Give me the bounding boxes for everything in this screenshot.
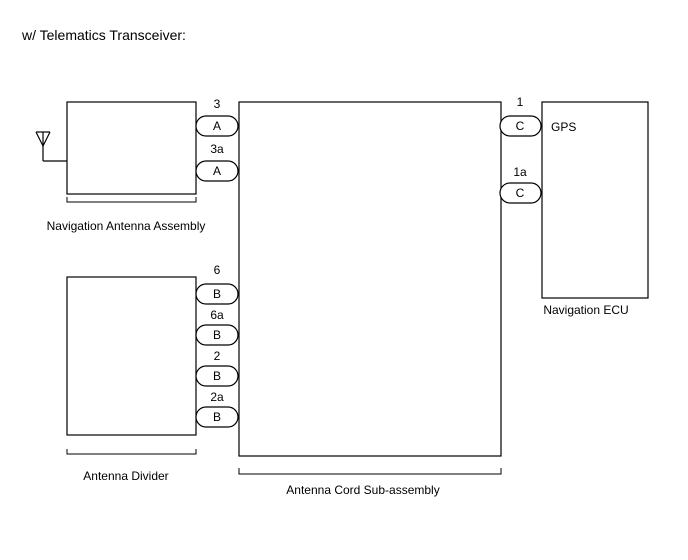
connector-pin: 6	[214, 263, 221, 277]
connector-letter: A	[213, 164, 221, 178]
connector-letter: C	[516, 119, 525, 133]
connector-6: 6 B	[195, 263, 239, 305]
antenna-cord-brace	[238, 468, 502, 475]
antenna-cord-label: Antenna Cord Sub-assembly	[286, 483, 439, 497]
connector-3: 3 A	[195, 97, 239, 137]
gps-terminal-label: GPS	[551, 120, 576, 134]
connector-pin: 3a	[210, 142, 224, 156]
connector-letter: B	[213, 410, 221, 424]
navigation-ecu-label: Navigation ECU	[543, 303, 628, 317]
connector-pin: 2a	[210, 390, 224, 404]
navigation-antenna-assembly-box	[66, 101, 197, 195]
antenna-assembly-label: Navigation Antenna Assembly	[47, 219, 206, 233]
connector-letter: C	[516, 186, 525, 200]
connector-pin: 1	[517, 95, 524, 109]
connector-3a: 3a A	[195, 142, 239, 182]
antenna-assembly-brace	[66, 197, 197, 203]
connector-letter: B	[213, 287, 221, 301]
connector-letter: B	[213, 369, 221, 383]
connector-letter: A	[213, 119, 221, 133]
connector-6a: 6a B	[195, 308, 239, 346]
connector-pin: 2	[214, 349, 221, 363]
connector-2: 2 B	[195, 349, 239, 387]
connector-letter: B	[213, 328, 221, 342]
antenna-divider-label: Antenna Divider	[83, 469, 168, 483]
antenna-icon	[35, 131, 67, 162]
connector-2a: 2a B	[195, 390, 239, 428]
connector-pin: 6a	[210, 308, 224, 322]
connector-pin: 3	[214, 97, 221, 111]
connector-1a: 1a C	[499, 165, 542, 204]
antenna-divider-box	[66, 276, 197, 436]
connector-pin: 1a	[513, 165, 527, 179]
connector-1: 1 C	[499, 95, 542, 137]
section-header: w/ Telematics Transceiver:	[21, 27, 186, 43]
antenna-divider-brace	[66, 449, 197, 455]
navigation-ecu-box	[541, 101, 649, 299]
antenna-cord-box	[238, 101, 502, 457]
